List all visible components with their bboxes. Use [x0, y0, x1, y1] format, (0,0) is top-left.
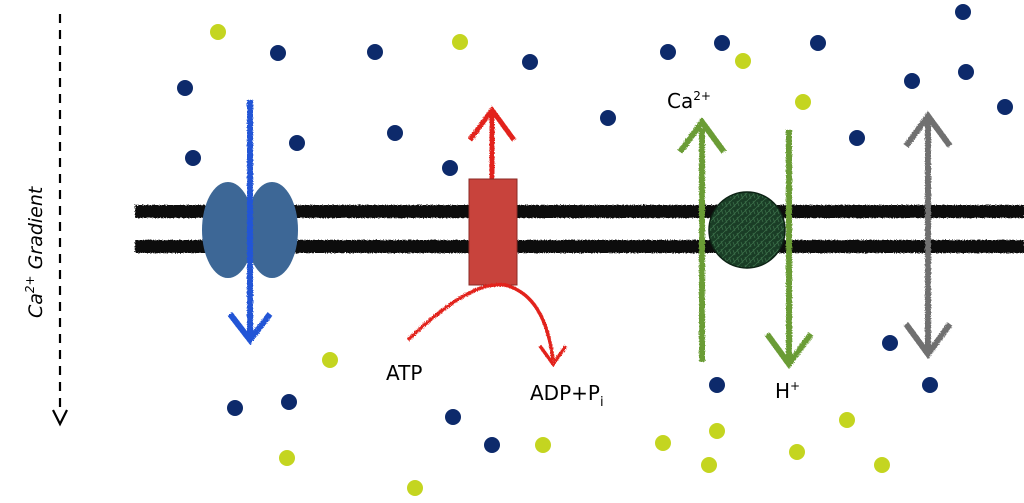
- other-ion-dot: [452, 34, 468, 50]
- calcium-ion-dot: [281, 394, 297, 410]
- other-ion-dot: [535, 437, 551, 453]
- adp-label: ADP+Pi: [530, 381, 604, 410]
- channel-left-subunit: [202, 182, 254, 278]
- ca-h-exchanger: Ca2+ H+: [667, 89, 814, 403]
- gradient-indicator: Ca2+ Gradient: [23, 14, 68, 427]
- calcium-ion-dot: [882, 335, 898, 351]
- channel-right-subunit: [246, 182, 298, 278]
- calcium-channel: [202, 100, 298, 345]
- calcium-ion-dot: [600, 110, 616, 126]
- other-ion-dot: [839, 412, 855, 428]
- atp-hydrolysis-arrow: [406, 282, 568, 367]
- calcium-ion-dot: [445, 409, 461, 425]
- calcium-ion-dot: [177, 80, 193, 96]
- membrane-outer-leaflet: [135, 205, 1024, 218]
- calcium-ion-dot: [442, 160, 458, 176]
- calcium-ion-dot: [904, 73, 920, 89]
- membrane-inner-leaflet: [135, 240, 1024, 253]
- pump-up-arrow: [467, 105, 517, 180]
- calcium-ion-dot: [387, 125, 403, 141]
- membrane: [135, 205, 1024, 253]
- atp-label: ATP: [386, 361, 422, 385]
- exchanger-body: [708, 191, 786, 269]
- other-ion-dot: [407, 480, 423, 496]
- other-ion-dot: [709, 423, 725, 439]
- gradient-arrowhead: [52, 409, 68, 427]
- pump-body: [468, 178, 518, 286]
- other-ion-dot: [701, 457, 717, 473]
- exchanger-ca-label: Ca2+: [667, 89, 711, 113]
- exchanger-h-down-arrow: [764, 130, 814, 370]
- calcium-ion-dot: [958, 64, 974, 80]
- other-ion-dot: [874, 457, 890, 473]
- calcium-ion-dot: [660, 44, 676, 60]
- other-ion-dot: [655, 435, 671, 451]
- calcium-ion-dot: [270, 45, 286, 61]
- calcium-ion-dot: [227, 400, 243, 416]
- calcium-ion-dot: [810, 35, 826, 51]
- calcium-ion-dot: [955, 4, 971, 20]
- calcium-ion-dot: [185, 150, 201, 166]
- ion-particles: [177, 4, 1013, 496]
- other-ion-dot: [789, 444, 805, 460]
- calcium-pump: ATP ADP+Pi: [386, 105, 604, 410]
- other-ion-dot: [322, 352, 338, 368]
- other-ion-dot: [735, 53, 751, 69]
- other-ion-dot: [210, 24, 226, 40]
- bidirectional-gray-arrow: [903, 110, 953, 360]
- exchanger-ca-up-arrow: [677, 116, 727, 362]
- calcium-ion-dot: [922, 377, 938, 393]
- calcium-ion-dot: [367, 44, 383, 60]
- calcium-ion-dot: [997, 99, 1013, 115]
- other-ion-dot: [795, 94, 811, 110]
- calcium-ion-dot: [714, 35, 730, 51]
- calcium-ion-dot: [522, 54, 538, 70]
- calcium-ion-dot: [709, 377, 725, 393]
- gradient-label: Ca2+ Gradient: [23, 185, 47, 318]
- exchanger-h-label: H+: [775, 379, 800, 403]
- calcium-ion-dot: [289, 135, 305, 151]
- other-ion-dot: [279, 450, 295, 466]
- calcium-ion-dot: [849, 130, 865, 146]
- calcium-ion-dot: [484, 437, 500, 453]
- channel-down-arrow: [227, 100, 273, 345]
